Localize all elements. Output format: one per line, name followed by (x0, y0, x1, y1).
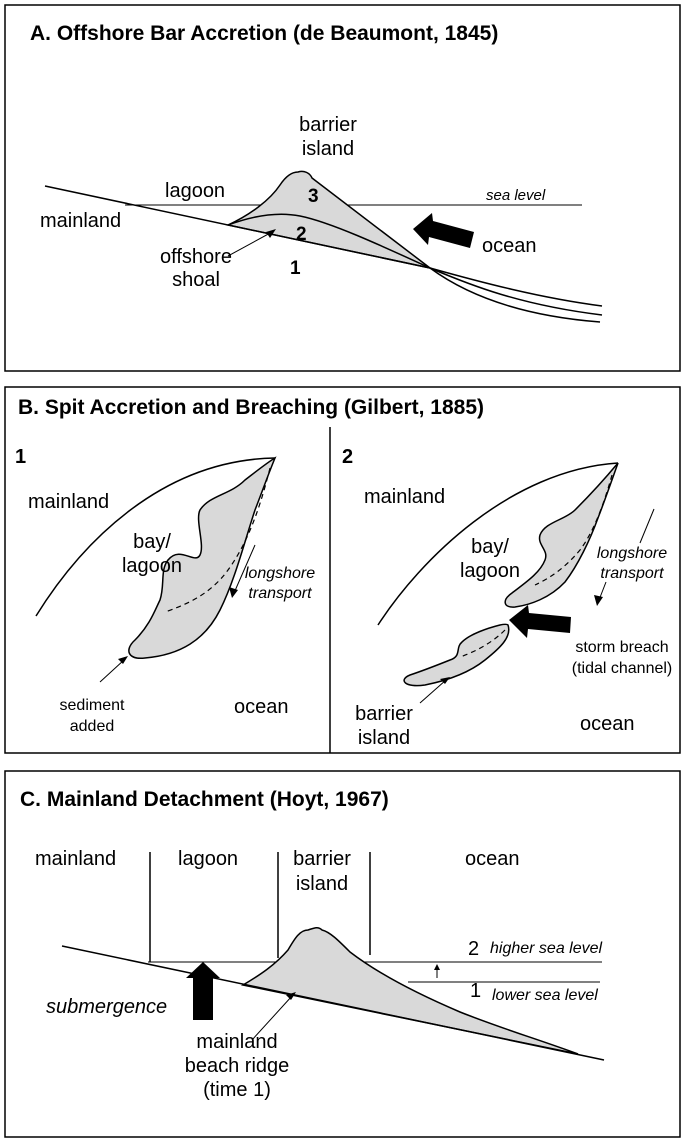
barrier-label-line2: island (302, 138, 354, 160)
panel-c-frame (4, 770, 681, 1138)
barrier-island-c-shape (240, 926, 579, 1055)
seaward-profile-3 (429, 267, 601, 323)
ocean-label-c: ocean (465, 848, 520, 870)
barrier-label-c-line2: island (296, 873, 348, 895)
sediment-pointer-line (99, 659, 125, 683)
spit-shape-1 (128, 456, 277, 659)
sediment-label-line1: sediment (60, 697, 125, 714)
ocean-label-2: ocean (580, 713, 635, 735)
bay-label-1-line1: bay/ (133, 531, 171, 553)
seaward-profile-1 (429, 267, 603, 307)
panel-a: A. Offshore Bar Accretion (de Beaumont, … (4, 4, 681, 372)
longshore-arrow-line-1 (233, 544, 256, 594)
lower-sea-level-label: lower sea level (492, 987, 598, 1004)
panel-c: C. Mainland Detachment (Hoyt, 1967) main… (4, 770, 681, 1138)
longshore-arrowhead-1-icon (229, 587, 238, 598)
barrier-island-shape-2 (403, 623, 510, 687)
breach-label-line1: storm breach (575, 639, 668, 656)
panel-a-frame (4, 4, 681, 372)
panel-b-left: 1 mainland bay/ lagoon longshore transpo… (15, 446, 315, 735)
sub-panel-2-number: 2 (342, 446, 353, 468)
barrier-label-2-line1: barrier (355, 703, 413, 725)
panel-b: B. Spit Accretion and Breaching (Gilbert… (4, 386, 681, 754)
longshore-arrow-line-2-top (639, 508, 655, 544)
ocean-label: ocean (482, 235, 537, 257)
offshore-shoal-profile (227, 213, 431, 269)
longshore-label-2-line1: longshore (597, 545, 667, 562)
level-2-number: 2 (468, 938, 479, 960)
storm-breach-arrow-icon (509, 605, 571, 638)
stage-2-label: 2 (296, 224, 307, 245)
stage-1-label: 1 (290, 258, 301, 279)
barrier-label-2-line2: island (358, 727, 410, 749)
shoal-pointer-line (227, 231, 273, 257)
sediment-label-line2: added (70, 718, 115, 735)
mainland-slope (61, 945, 605, 1061)
spit-accretion-line-1 (164, 467, 271, 613)
seaward-profile-2 (429, 267, 603, 316)
sea-level-label: sea level (486, 187, 546, 204)
stage-3-label: 3 (308, 186, 319, 207)
mainland-shoreline-1 (35, 457, 276, 617)
bay-label-2-line2: lagoon (460, 560, 520, 582)
ridge-pointer-arrowhead-icon (286, 992, 296, 1000)
barrier-accretion-line (459, 629, 506, 658)
longshore-label-2-line2: transport (600, 565, 664, 582)
sub-panel-1-number: 1 (15, 446, 26, 468)
shoal-label-line2: shoal (172, 269, 220, 291)
lagoon-label-c: lagoon (178, 848, 238, 870)
longshore-arrowhead-2-icon (594, 595, 603, 606)
ocean-label-1: ocean (234, 696, 289, 718)
sea-rise-arrowhead-icon (434, 964, 440, 970)
shoal-label-line1: offshore (160, 246, 232, 268)
level-1-number: 1 (470, 980, 481, 1002)
mainland-label: mainland (40, 210, 121, 232)
barrier-pointer-line (419, 679, 447, 704)
submergence-label: submergence (46, 996, 167, 1018)
spit-shape-2 (504, 462, 619, 608)
lagoon-label: lagoon (165, 180, 225, 202)
breach-label-line2: (tidal channel) (572, 660, 673, 677)
sediment-pointer-arrowhead-icon (118, 656, 128, 664)
ridge-pointer-line (251, 995, 293, 1041)
bay-label-1-line2: lagoon (122, 555, 182, 577)
barrier-label-c-line1: barrier (293, 848, 351, 870)
barrier-label-line1: barrier (299, 114, 357, 136)
mainland-label-1: mainland (28, 491, 109, 513)
mainland-label-2: mainland (364, 486, 445, 508)
spit-accretion-line-2 (534, 474, 613, 586)
longshore-label-1-line1: longshore (245, 565, 315, 582)
panel-a-title: A. Offshore Bar Accretion (de Beaumont, … (30, 22, 498, 45)
wave-direction-arrow-icon (413, 213, 474, 248)
higher-sea-level-label: higher sea level (490, 940, 603, 957)
mainland-shoreline-2 (377, 462, 619, 626)
mainland-label-c: mainland (35, 848, 116, 870)
bay-label-2-line1: bay/ (471, 536, 509, 558)
ridge-label-line2: beach ridge (185, 1055, 290, 1077)
stage-1-profile (44, 185, 431, 269)
ridge-label-line1: mainland (196, 1031, 277, 1053)
barrier-island-shape (225, 170, 431, 269)
submergence-arrow-icon (186, 962, 220, 1020)
panel-b-frame (4, 386, 681, 754)
panel-b-title: B. Spit Accretion and Breaching (Gilbert… (18, 396, 484, 419)
ridge-label-line3: (time 1) (203, 1079, 271, 1101)
longshore-label-1-line2: transport (248, 585, 312, 602)
panel-c-title: C. Mainland Detachment (Hoyt, 1967) (20, 788, 389, 811)
barrier-pointer-arrowhead-icon (440, 677, 450, 684)
shoal-pointer-arrowhead-icon (266, 229, 276, 238)
panel-b-right: 2 mainland bay/ lagoon longshore transpo… (342, 446, 672, 749)
